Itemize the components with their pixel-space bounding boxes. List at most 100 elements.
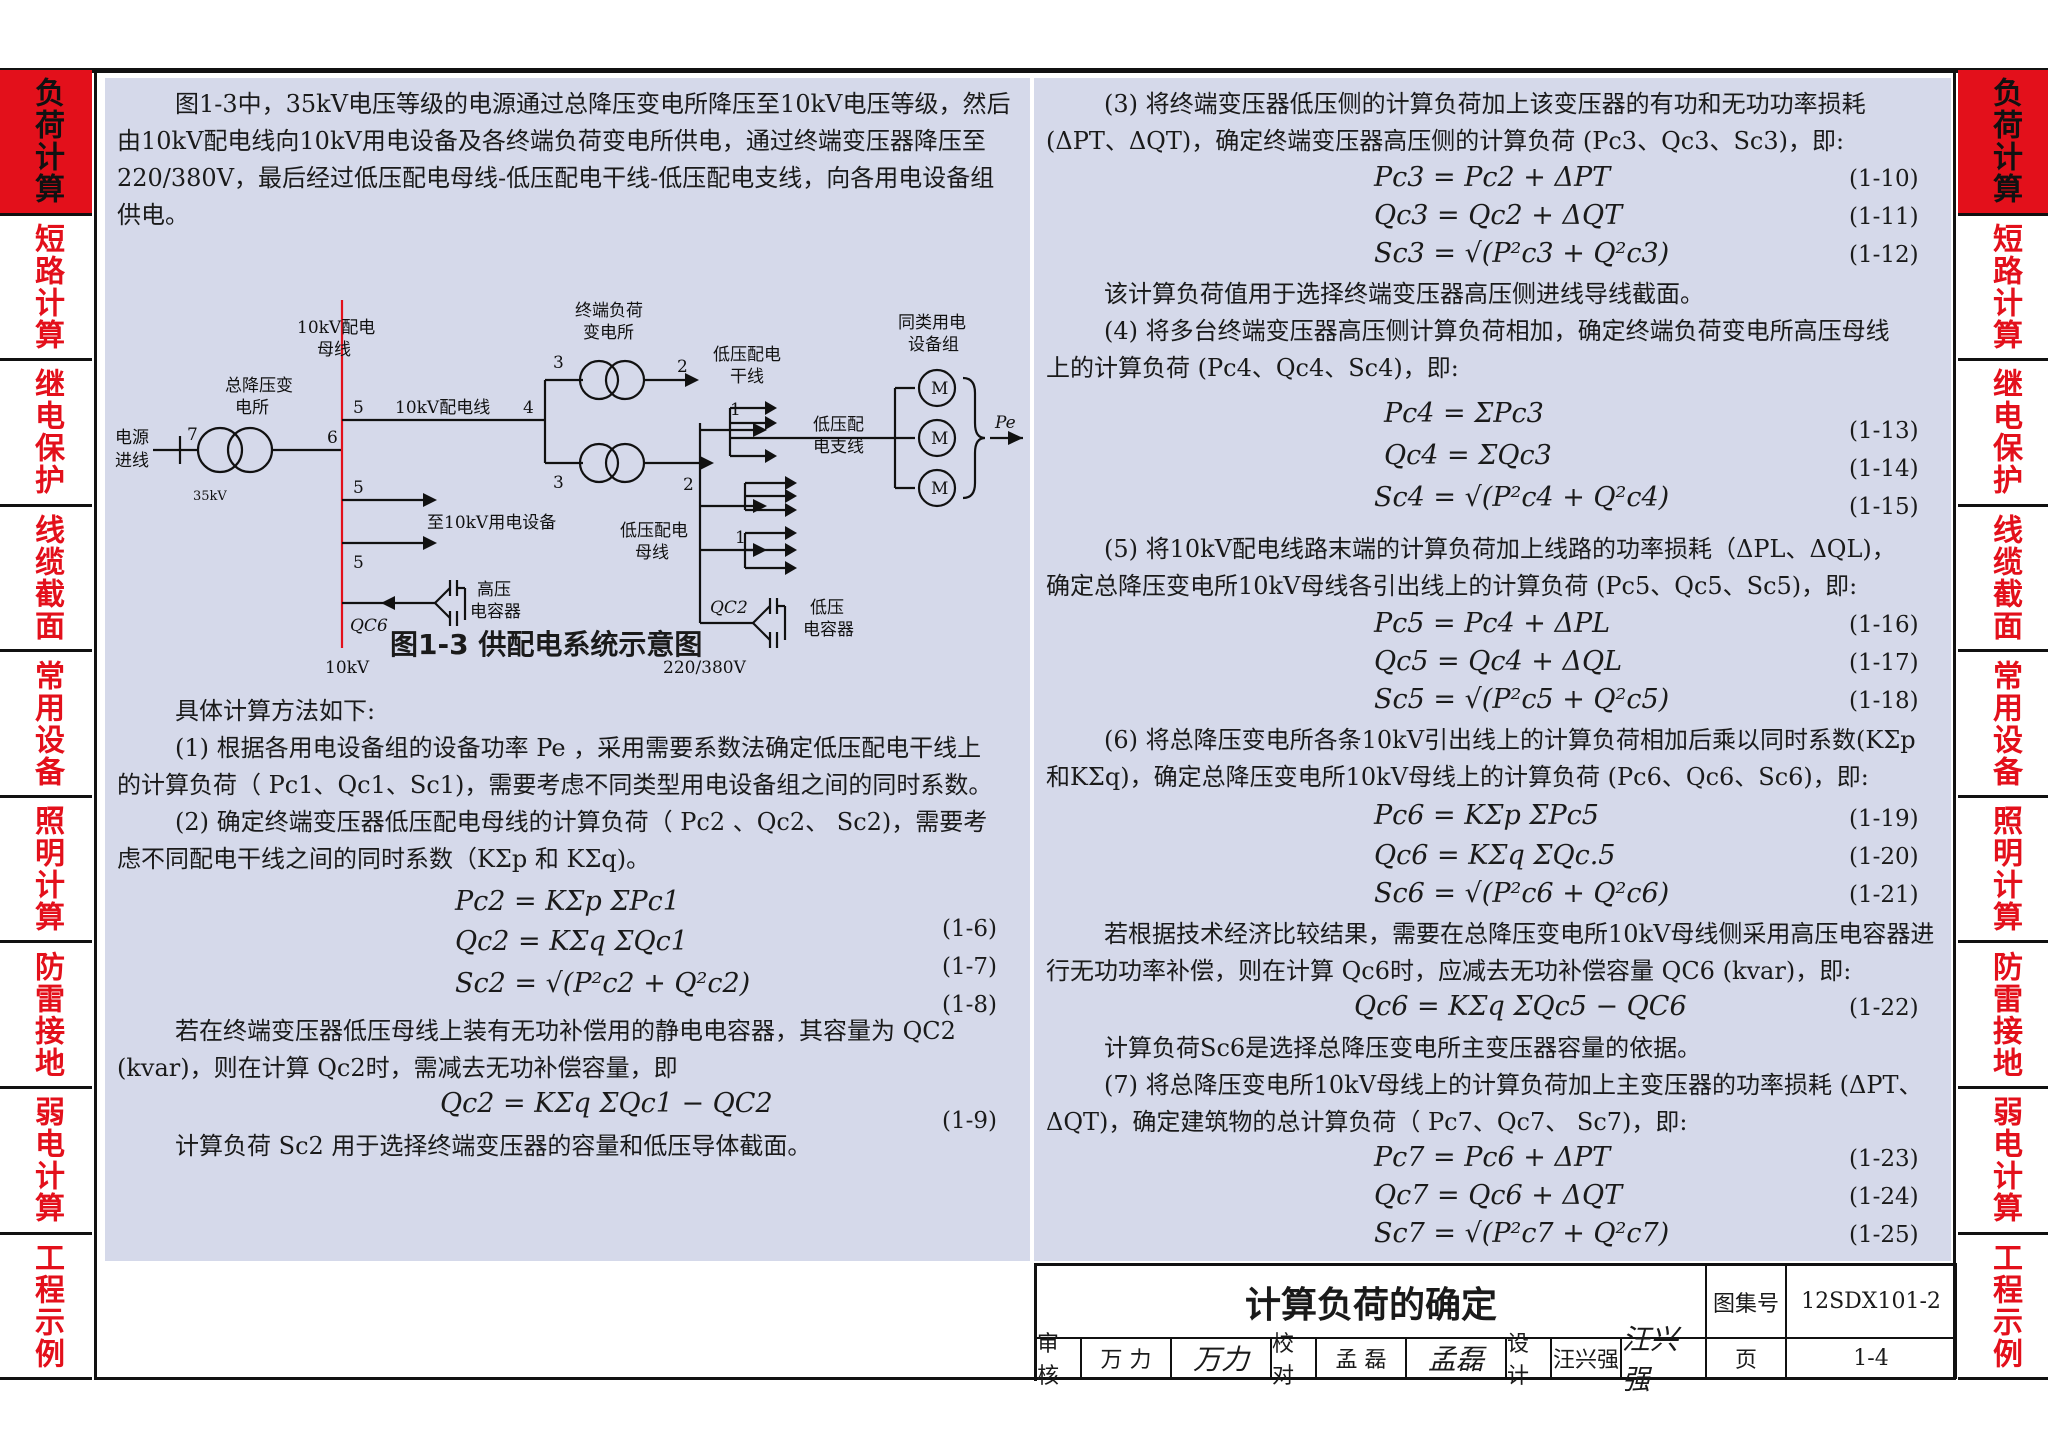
label-pt5b: 5 (353, 478, 364, 498)
tab-examples-right[interactable]: 工程示例 (1958, 1234, 2048, 1381)
step6-cap-1: 若根据技术经济比较结果，需要在总降压变电所10kV母线侧采用高压电容器进 (1104, 920, 1935, 948)
atlas-label: 图集号 (1707, 1266, 1787, 1339)
eq-1-9: Qc2 = KΣq ΣQc1 − QC2 (440, 1088, 773, 1119)
eq-1-22: Qc6 = KΣq ΣQc5 − QC6 (1354, 991, 1687, 1022)
label-qc6: QC6 (350, 616, 388, 636)
tab-weak-current[interactable]: 弱电计算 (0, 1088, 92, 1235)
method-intro: 具体计算方法如下: (175, 697, 376, 725)
tab-cable-right[interactable]: 线缆截面 (1958, 506, 2048, 653)
tab-load-calc-right[interactable]: 负荷计算 (1958, 70, 2048, 216)
tab-load-calc[interactable]: 负荷计算 (0, 70, 92, 216)
eq-1-11: Qc3 = Qc2 + ΔQT (1374, 200, 1623, 231)
eqno-1-25: (1-25) (1849, 1222, 1919, 1248)
sc6-note: 计算负荷Sc6是选择总降压变电所主变压器容量的依据。 (1104, 1034, 1702, 1062)
tab-lightning-right[interactable]: 防雷接地 (1958, 943, 2048, 1089)
reviewer-name: 万 力 (1082, 1339, 1172, 1379)
eqno-1-9: (1-9) (942, 1108, 997, 1134)
step6-line2: 和KΣq)，确定总降压变电所10kV母线上的计算负荷 (Pc6、Qc6、Sc6)… (1046, 763, 1869, 791)
tab-relay[interactable]: 继电保护 (0, 361, 92, 507)
label-group-2: 设备组 (908, 335, 959, 355)
label-220: 220/380V (663, 658, 747, 678)
step1-line2: 的计算负荷（ Pc1、Qc1、Sc1)，需要考虑不同类型用电设备组之间的同时系数… (117, 771, 993, 799)
eqno-1-22: (1-22) (1849, 995, 1919, 1021)
label-pt2a: 2 (677, 357, 688, 377)
step2-line2: 虑不同配电干线之间的同时系数（KΣp 和 KΣq)。 (117, 845, 651, 873)
figure-caption: 图1-3 供配电系统示意图 (390, 628, 703, 661)
designer-signature: 汪兴强 (1622, 1323, 1707, 1396)
label-lv-trunk-2: 干线 (730, 367, 764, 387)
eqno-1-12: (1-12) (1849, 242, 1919, 268)
label-cap-hv-1: 高压 (477, 580, 511, 600)
step5-line1: (5) 将10kV配电线路末端的计算负荷加上线路的功率损耗（ΔPL、ΔQL)， (1104, 535, 1896, 563)
eqno-1-23: (1-23) (1849, 1146, 1919, 1172)
tab-cable[interactable]: 线缆截面 (0, 506, 92, 653)
eq-1-21: Sc6 = √(P²c6 + Q²c6) (1374, 878, 1670, 909)
tab-lighting[interactable]: 照明计算 (0, 797, 92, 944)
label-bus10-2: 母线 (317, 340, 351, 360)
designer-name: 汪兴强 (1552, 1339, 1622, 1379)
eqno-1-18: (1-18) (1849, 688, 1919, 714)
label-cap-lv-2: 电容器 (803, 620, 854, 640)
label-pt1b: 1 (735, 528, 746, 548)
tab-short-circuit[interactable]: 短路计算 (0, 215, 92, 362)
eqno-1-24: (1-24) (1849, 1184, 1919, 1210)
intro-line-2: 由10kV配电线向10kV用电设备及各终端负荷变电所供电，通过终端变压器降压至 (117, 127, 986, 155)
label-pt1a: 1 (730, 400, 741, 420)
eqno-1-10: (1-10) (1849, 166, 1919, 192)
label-35kv: 35kV (193, 489, 227, 504)
eq-1-23: Pc7 = Pc6 + ΔPT (1374, 1142, 1611, 1173)
title-block: 计算负荷的确定 图集号 12SDX101-2 审核 万 力 万力 校对 孟 磊 … (1034, 1263, 1957, 1396)
power-distribution-diagram: 电源 进线 35kV 7 总降压变 电所 10kV配电 母线 6 5 5 5 1… (115, 300, 1023, 678)
eq-1-13: Pc4 = ΣPc3 (1384, 398, 1544, 429)
motor-1: M (931, 379, 948, 399)
step6-line1: (6) 将总降压变电所各条10kV引出线上的计算负荷相加后乘以同时系数(KΣp (1104, 726, 1916, 754)
eq-1-8: Sc2 = √(P²c2 + Q²c2) (455, 968, 751, 999)
tab-lightning[interactable]: 防雷接地 (0, 943, 92, 1089)
eqno-1-17: (1-17) (1849, 650, 1919, 676)
label-lv-branch-1: 低压配 (813, 415, 864, 435)
eqno-1-8: (1-8) (942, 992, 997, 1018)
eq-1-12: Sc3 = √(P²c3 + Q²c3) (1374, 238, 1670, 269)
motor-2: M (931, 429, 948, 449)
eqno-1-7: (1-7) (942, 954, 997, 980)
eq-1-18: Sc5 = √(P²c5 + Q²c5) (1374, 684, 1670, 715)
label-pt5a: 5 (353, 398, 364, 418)
eq-1-19: Pc6 = KΣp ΣPc5 (1374, 800, 1599, 831)
eq-1-25: Sc7 = √(P²c7 + Q²c7) (1374, 1218, 1670, 1249)
step7-line1: (7) 将总降压变电所10kV母线上的计算负荷加上主变压器的功率损耗 (ΔPT、 (1104, 1071, 1923, 1099)
eqno-1-19: (1-19) (1849, 806, 1919, 832)
intro-line-4: 供电。 (117, 201, 189, 229)
tab-examples[interactable]: 工程示例 (0, 1234, 92, 1381)
tab-equipment[interactable]: 常用设备 (0, 652, 92, 798)
label-pt3a: 3 (553, 353, 564, 373)
tab-short-circuit-right[interactable]: 短路计算 (1958, 215, 2048, 362)
left-panel: 图1-3中，35kV电压等级的电源通过总降压变电所降压至10kV电压等级，然后 … (105, 78, 1030, 1261)
eqno-1-14: (1-14) (1849, 456, 1919, 482)
label-pt5c: 5 (353, 553, 364, 573)
label-pt7: 7 (187, 425, 198, 445)
label-qc2: QC2 (710, 598, 748, 618)
eq-1-7: Qc2 = KΣq ΣQc1 (455, 926, 688, 957)
step7-line2: ΔQT)，确定建筑物的总计算负荷（ Pc7、Qc7、 Sc7)，即: (1046, 1108, 1688, 1136)
label-source-2: 进线 (115, 451, 149, 471)
label-pt2b: 2 (683, 475, 694, 495)
step4-line2: 上的计算负荷 (Pc4、Qc4、Sc4)，即: (1046, 354, 1459, 382)
tab-equipment-right[interactable]: 常用设备 (1958, 652, 2048, 798)
cap-text-1: 若在终端变压器低压母线上装有无功补偿用的静电电容器，其容量为 QC2 (175, 1017, 956, 1045)
step3-line2: (ΔPT、ΔQT)，确定终端变压器高压侧的计算负荷 (Pc3、Qc3、Sc3)，… (1046, 127, 1845, 155)
tab-lighting-right[interactable]: 照明计算 (1958, 797, 2048, 944)
eqno-1-15: (1-15) (1849, 494, 1919, 520)
eq-1-16: Pc5 = Pc4 + ΔPL (1374, 608, 1611, 639)
intro-line-1: 图1-3中，35kV电压等级的电源通过总降压变电所降压至10kV电压等级，然后 (175, 90, 1011, 118)
label-term-sub-2: 变电所 (583, 323, 634, 343)
review-label: 审核 (1037, 1332, 1082, 1389)
step3-line1: (3) 将终端变压器低压侧的计算负荷加上该变压器的有功和无功功率损耗 (1104, 90, 1866, 118)
tab-relay-right[interactable]: 继电保护 (1958, 361, 2048, 507)
reviewer-signature: 万力 (1172, 1339, 1272, 1379)
tab-weak-current-right[interactable]: 弱电计算 (1958, 1088, 2048, 1235)
eqno-1-16: (1-16) (1849, 612, 1919, 638)
page-title: 计算负荷的确定 (1037, 1266, 1707, 1339)
step5-line2: 确定总降压变电所10kV母线各引出线上的计算负荷 (Pc5、Qc5、Sc5)，即… (1046, 572, 1858, 600)
eq-1-14: Qc4 = ΣQc3 (1384, 440, 1552, 471)
label-pt3b: 3 (553, 473, 564, 493)
